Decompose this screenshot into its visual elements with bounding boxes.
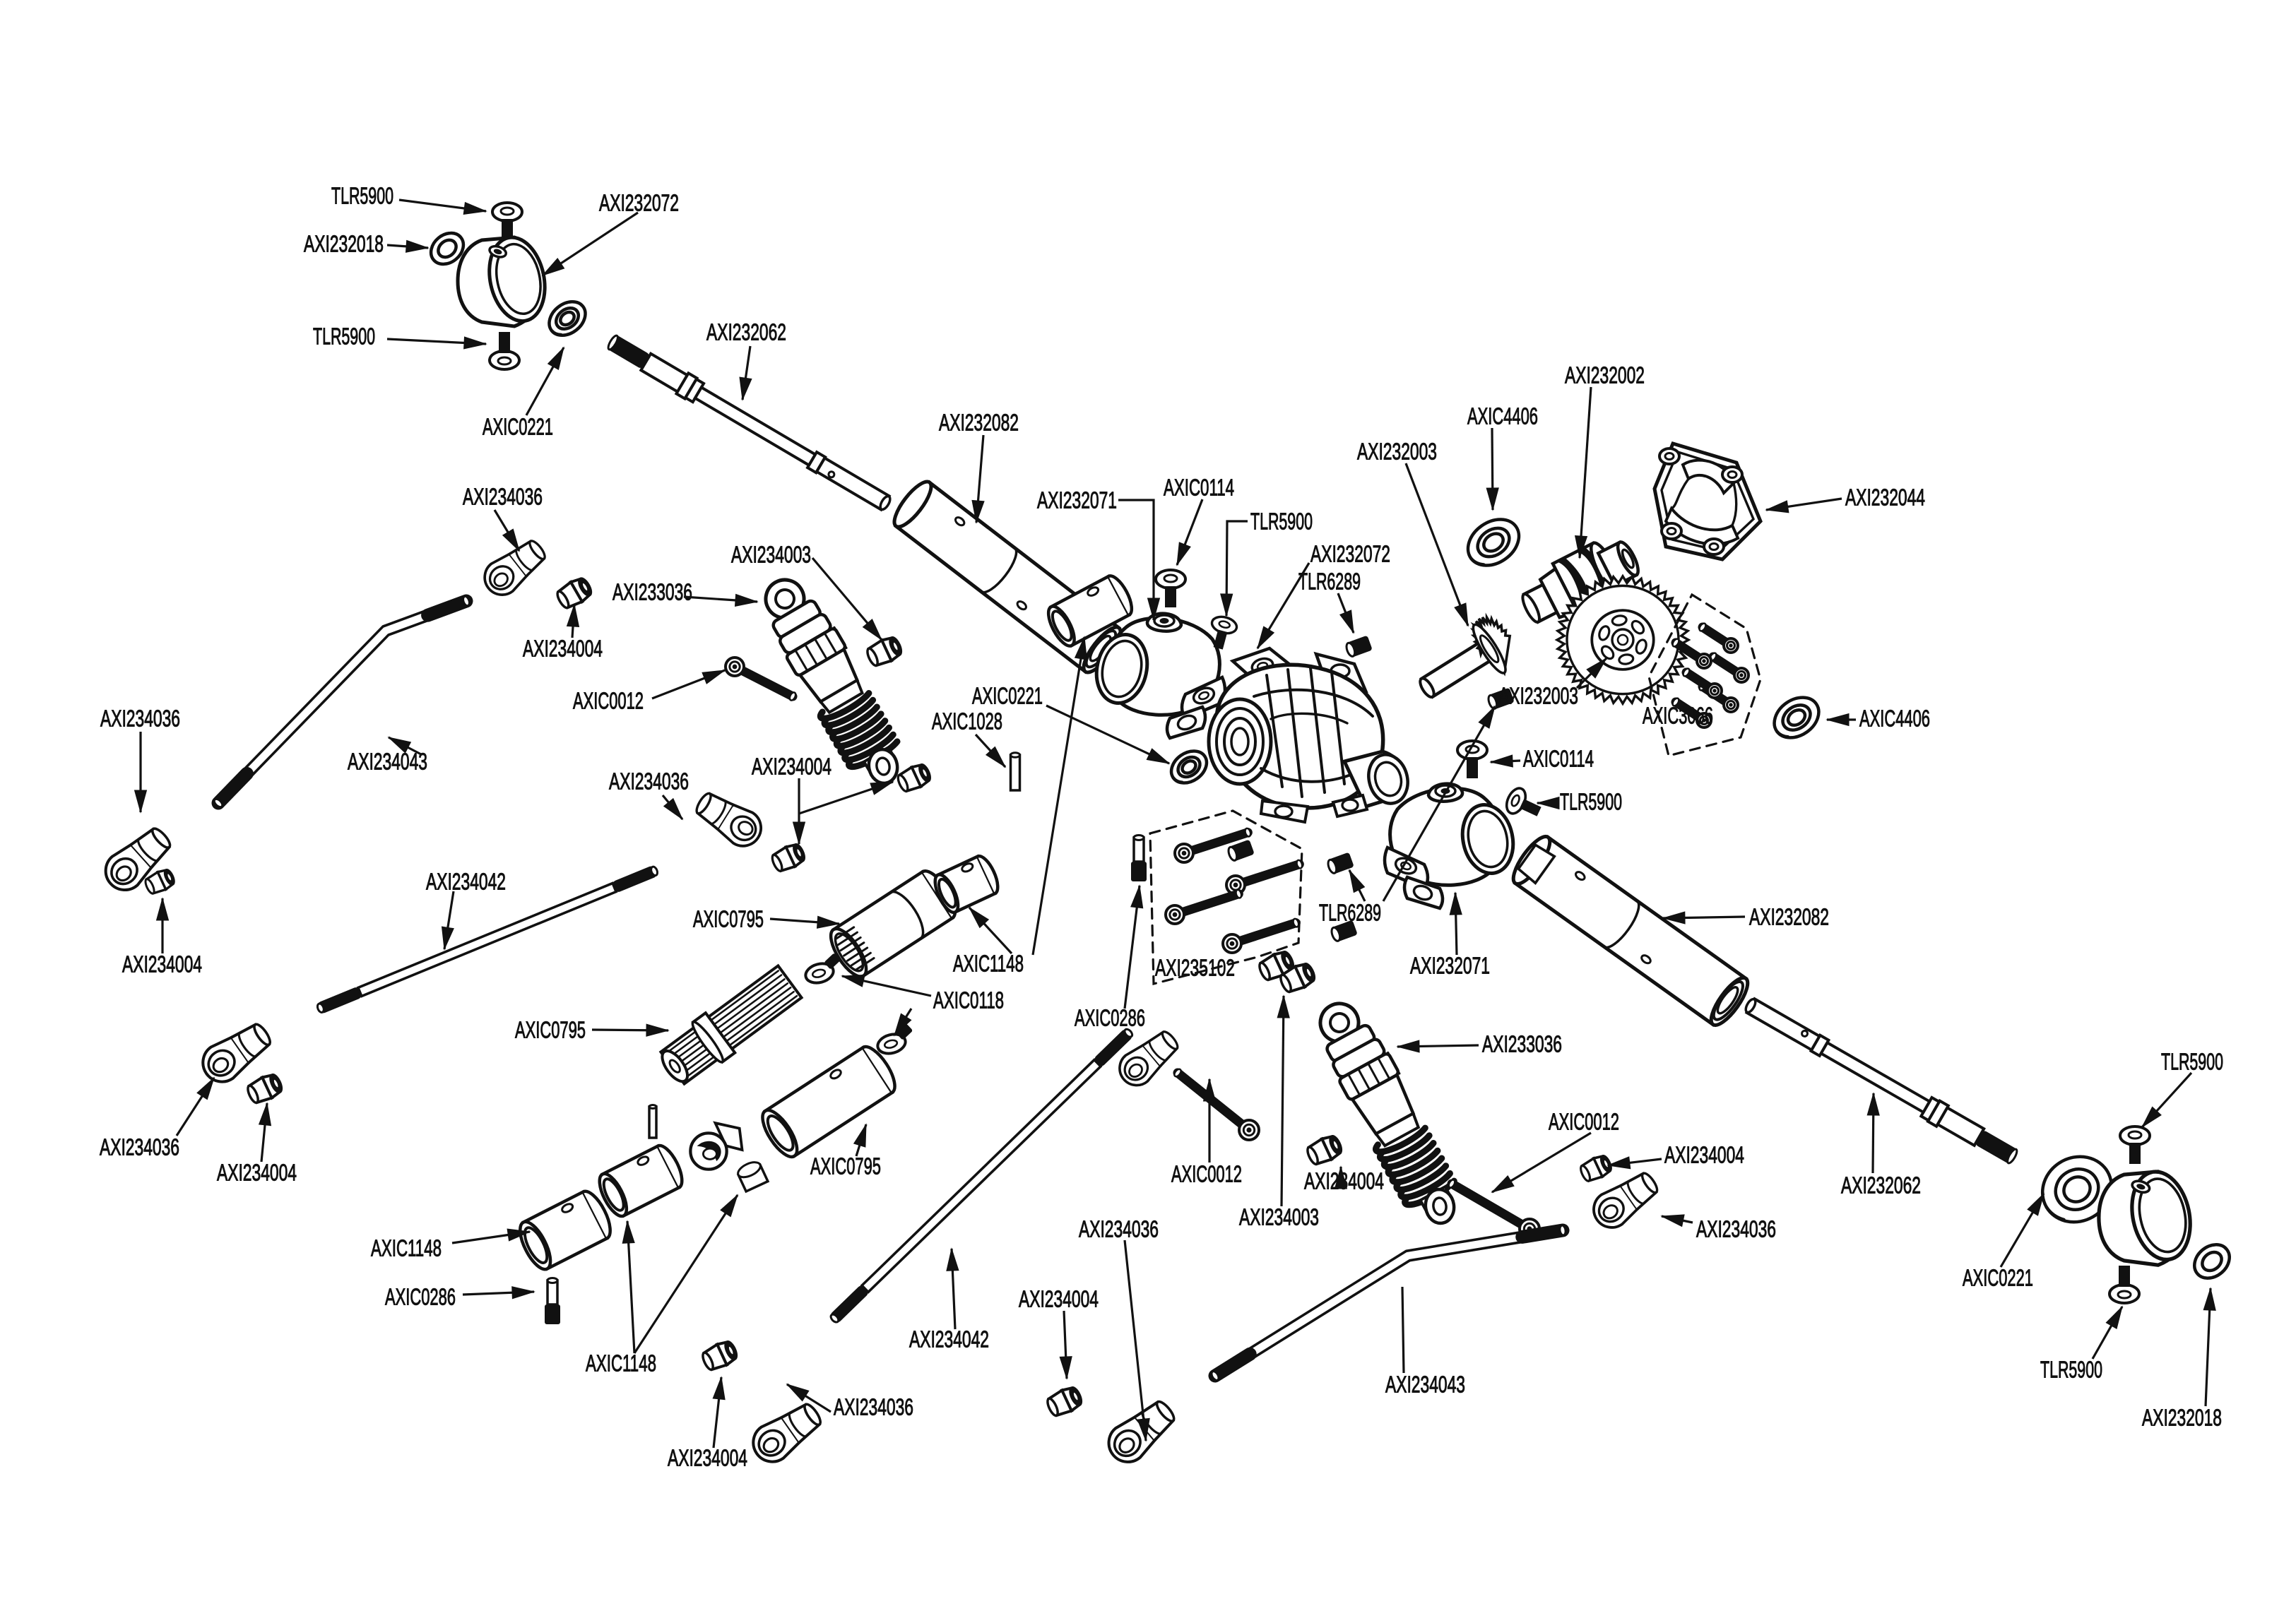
- svg-text:AXIC0114: AXIC0114: [1164, 475, 1234, 501]
- svg-text:AXI234036: AXI234036: [100, 706, 180, 732]
- svg-text:AXI234043: AXI234043: [348, 749, 427, 775]
- svg-text:TLR5900: TLR5900: [1250, 509, 1313, 535]
- svg-text:AXI232072: AXI232072: [1310, 542, 1390, 568]
- svg-text:AXI233036: AXI233036: [1482, 1032, 1562, 1058]
- svg-text:AXI234036: AXI234036: [1696, 1217, 1776, 1243]
- svg-text:AXIC1148: AXIC1148: [953, 951, 1024, 977]
- svg-text:AXI234004: AXI234004: [217, 1160, 297, 1187]
- svg-text:AXIC0012: AXIC0012: [1171, 1162, 1242, 1188]
- svg-text:AXI234004: AXI234004: [668, 1446, 747, 1472]
- svg-text:AXI234036: AXI234036: [463, 484, 543, 511]
- svg-text:TLR6289: TLR6289: [1298, 569, 1361, 595]
- svg-text:AXI234004: AXI234004: [752, 754, 832, 780]
- svg-text:TLR6289: TLR6289: [1319, 900, 1381, 927]
- svg-text:AXI232002: AXI232002: [1565, 363, 1645, 389]
- svg-text:AXI234004: AXI234004: [122, 952, 202, 978]
- svg-text:AXI232071: AXI232071: [1037, 488, 1117, 514]
- svg-text:AXI234004: AXI234004: [523, 636, 603, 662]
- svg-text:AXI234003: AXI234003: [1239, 1205, 1319, 1231]
- svg-text:AXI232082: AXI232082: [1749, 905, 1829, 931]
- svg-text:AXIC3066: AXIC3066: [1643, 703, 1713, 730]
- svg-text:TLR5900: TLR5900: [331, 184, 393, 210]
- svg-text:AXI232082: AXI232082: [939, 410, 1019, 436]
- svg-text:AXI232018: AXI232018: [2142, 1405, 2222, 1432]
- svg-text:AXIC0286: AXIC0286: [385, 1285, 456, 1311]
- svg-text:AXIC0286: AXIC0286: [1075, 1006, 1145, 1032]
- svg-text:AXI234004: AXI234004: [1664, 1143, 1744, 1169]
- svg-text:AXI234036: AXI234036: [834, 1395, 913, 1421]
- svg-text:TLR5900: TLR5900: [2040, 1357, 2102, 1384]
- svg-text:AXI234042: AXI234042: [909, 1327, 989, 1353]
- svg-text:AXI232072: AXI232072: [599, 191, 679, 217]
- svg-text:TLR5900: TLR5900: [2161, 1050, 2223, 1076]
- svg-text:AXIC0795: AXIC0795: [515, 1018, 586, 1044]
- svg-text:AXIC0012: AXIC0012: [1549, 1110, 1619, 1136]
- svg-text:AXI234003: AXI234003: [731, 542, 811, 569]
- svg-text:TLR5900: TLR5900: [313, 324, 375, 350]
- svg-text:AXI232062: AXI232062: [1841, 1173, 1921, 1199]
- svg-text:AXI234043: AXI234043: [1385, 1372, 1465, 1398]
- svg-text:AXIC0221: AXIC0221: [972, 684, 1043, 710]
- svg-text:AXI233036: AXI233036: [613, 580, 692, 606]
- svg-text:AXI234036: AXI234036: [1079, 1217, 1159, 1243]
- svg-text:AXI232071: AXI232071: [1410, 953, 1490, 980]
- svg-text:AXIC0118: AXIC0118: [933, 988, 1004, 1014]
- svg-text:AXI235102: AXI235102: [1155, 956, 1235, 982]
- svg-text:AXIC4406: AXIC4406: [1859, 706, 1930, 732]
- svg-text:AXIC0795: AXIC0795: [810, 1154, 881, 1180]
- svg-text:AXIC1028: AXIC1028: [932, 709, 1002, 735]
- svg-text:AXIC4406: AXIC4406: [1467, 404, 1538, 430]
- svg-text:AXIC0221: AXIC0221: [1963, 1266, 2033, 1292]
- svg-text:AXI234036: AXI234036: [100, 1135, 179, 1161]
- svg-text:AXI232062: AXI232062: [706, 320, 786, 346]
- svg-text:AXIC1148: AXIC1148: [371, 1236, 442, 1262]
- svg-text:AXI232044: AXI232044: [1845, 485, 1925, 511]
- svg-text:TLR5900: TLR5900: [1560, 790, 1622, 816]
- svg-text:AXIC0012: AXIC0012: [573, 689, 644, 715]
- svg-text:AXI234042: AXI234042: [426, 869, 506, 896]
- svg-text:AXIC0795: AXIC0795: [693, 907, 764, 933]
- svg-text:AXI232003: AXI232003: [1357, 439, 1437, 465]
- svg-text:AXIC1148: AXIC1148: [586, 1351, 656, 1377]
- svg-text:AXI232018: AXI232018: [304, 232, 384, 258]
- svg-text:AXI234004: AXI234004: [1019, 1287, 1099, 1313]
- svg-text:AXIC0114: AXIC0114: [1523, 747, 1594, 773]
- svg-text:AXI234036: AXI234036: [609, 769, 689, 795]
- svg-text:AXI232003: AXI232003: [1498, 684, 1578, 710]
- svg-text:AXIC0221: AXIC0221: [483, 415, 553, 441]
